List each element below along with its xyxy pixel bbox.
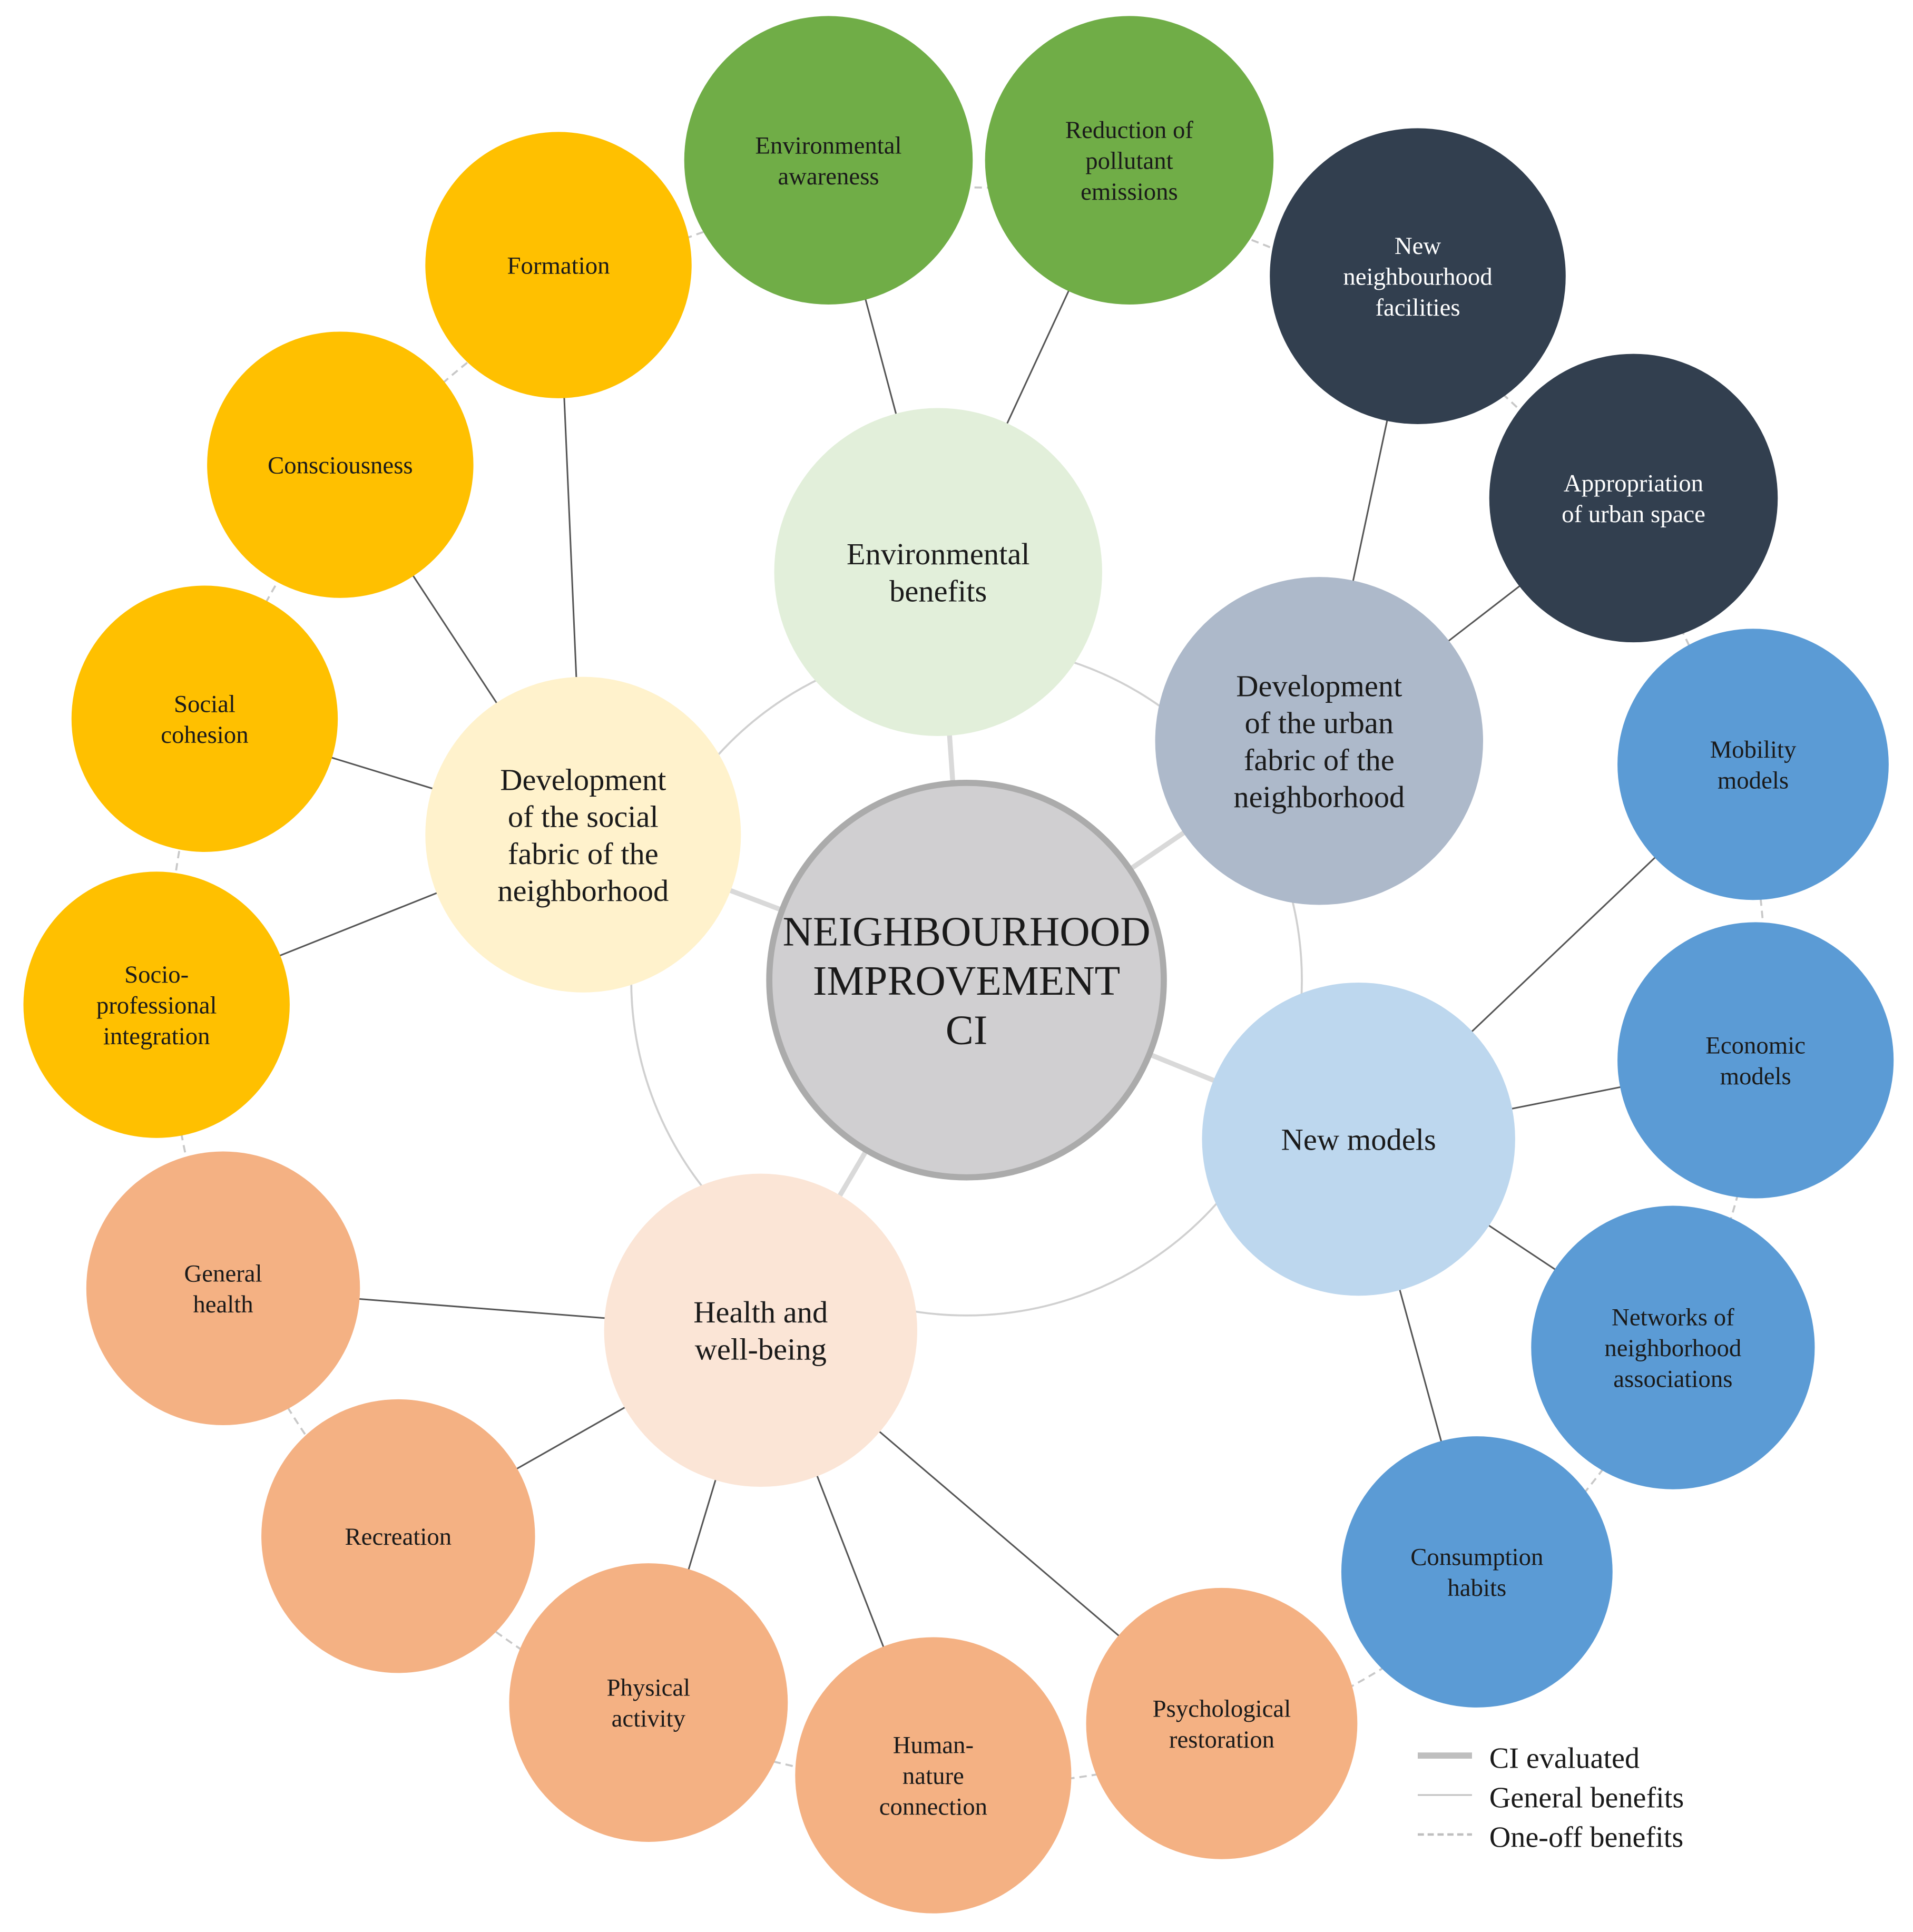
category-circle [1155,577,1484,905]
leaf-circle [1617,922,1894,1199]
leaf-circle [425,132,692,398]
leaf-circle [1086,1587,1358,1859]
leaf-circle [1617,629,1889,900]
category-label: New models [1281,1123,1436,1157]
category-circle [1202,982,1515,1296]
leaf-circle [23,871,290,1138]
legend-label: CI evaluated [1489,1742,1640,1775]
leaf-circle [207,331,474,598]
leaf-circle [795,1637,1072,1914]
leaf-node-consciousness: Consciousness [207,331,474,598]
leaf-circle [1270,128,1566,424]
center-circle [766,780,1167,1181]
leaf-label: Consciousness [268,452,413,479]
leaf-label: Recreation [345,1523,452,1551]
leaf-circle [86,1151,360,1426]
leaf-circle [684,16,973,305]
leaf-node-formation: Formation [425,132,692,398]
leaf-label: Formation [507,252,610,279]
leaf-circle [261,1399,535,1673]
legend-label: One-off benefits [1489,1821,1684,1853]
leaf-circle [1341,1436,1613,1708]
category-node-models: New models [1202,982,1515,1296]
category-circle [604,1173,917,1487]
leaf-circle [1531,1205,1815,1489]
leaf-circle [71,585,338,852]
leaf-circle [509,1563,788,1842]
leaf-circle [1489,354,1778,643]
category-circle [425,676,741,993]
legend-label: General benefits [1489,1781,1684,1814]
category-circle [774,408,1102,736]
leaf-circle [985,16,1274,305]
leaf-node-recreation: Recreation [261,1399,535,1673]
